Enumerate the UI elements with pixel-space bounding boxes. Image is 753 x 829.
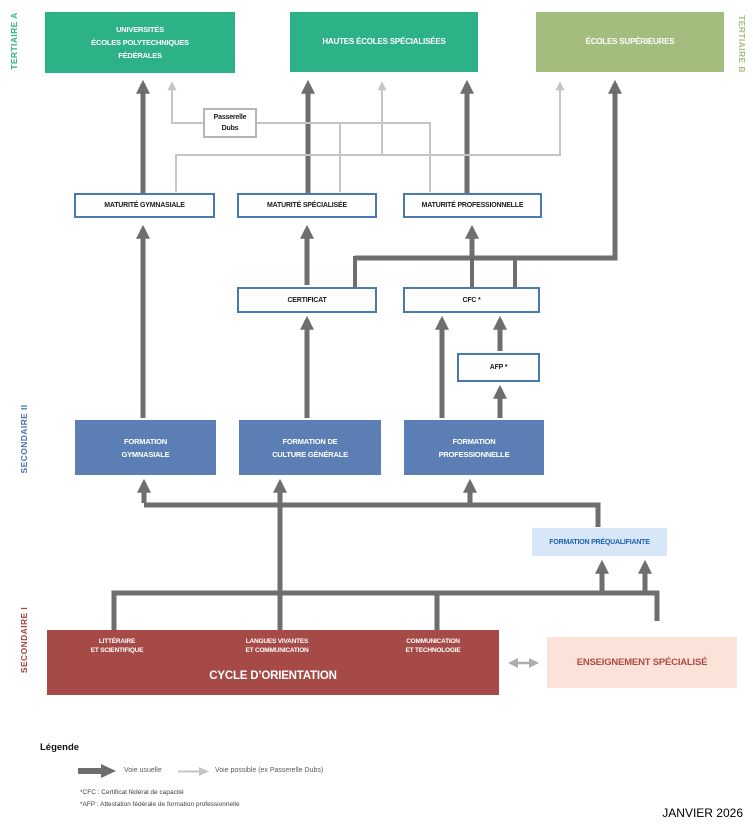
- possible-path-arrows: [167, 81, 565, 192]
- box-afp: AFP *: [457, 353, 540, 382]
- bus-cycle-bottom: [111, 590, 660, 631]
- box-certificat: CERTIFICAT: [237, 287, 377, 313]
- legend-title: Légende: [40, 742, 80, 753]
- box-formation-professionnelle: FORMATION PROFESSIONNELLE: [404, 420, 544, 475]
- box-formation-gymnasiale: FORMATION GYMNASIALE: [75, 420, 216, 475]
- universites-line3: FÉDÉRALES: [118, 51, 162, 60]
- box-cfc: CFC *: [403, 287, 540, 313]
- passerelle-line1: Passerelle: [213, 114, 247, 121]
- cycle-col-langues: LANGUES VIVANTES ET COMMUNICATION: [217, 637, 337, 655]
- formation-culture-line2: CULTURE GÉNÉRALE: [272, 449, 348, 459]
- formation-professionnelle-line2: PROFESSIONNELLE: [438, 449, 510, 459]
- legend-cfc-note: *CFC : Certificat fédéral de capacité: [80, 789, 184, 796]
- cycle-col1-line1: LITTÉRAIRE: [98, 638, 136, 645]
- universites-line1: UNIVERSITÉS: [116, 25, 164, 34]
- certificat-label: CERTIFICAT: [287, 296, 327, 304]
- arrow-passerelle-to-universites: [167, 81, 431, 192]
- cycle-col2-line2: ET COMMUNICATION: [245, 647, 309, 654]
- formation-professionnelle-line1: FORMATION: [452, 436, 496, 446]
- cycle-col2-line1: LANGUES VIVANTES: [245, 638, 309, 645]
- box-cycle-orientation: LITTÉRAIRE ET SCIENTIFIQUE LANGUES VIVAN…: [47, 630, 499, 695]
- bus-prequalifiante-to-formations: [144, 502, 601, 527]
- box-formation-prequalifiante: FORMATION PRÉQUALIFIANTE: [532, 528, 667, 556]
- hes-label: HAUTES ÉCOLES SPÉCIALISÉES: [322, 37, 446, 46]
- box-maturite-specialisee: MATURITÉ SPÉCIALISÉE: [237, 193, 377, 218]
- box-formation-culture-generale: FORMATION DE CULTURE GÉNÉRALE: [239, 420, 381, 475]
- tertiaire-b-label: TERTIAIRE B: [737, 15, 747, 73]
- cfc-label: CFC *: [462, 296, 481, 304]
- cycle-orientation-title: CYCLE D’ORIENTATION: [209, 670, 337, 682]
- enseignement-specialise-label: ENSEIGNEMENT SPÉCIALISÉ: [576, 657, 708, 668]
- arrow-matgym-to-ecoles-superieures: [175, 81, 565, 192]
- legend-possible-label: Voie possible (ex Passerelle Dubs): [215, 767, 324, 774]
- maturite-gymnasiale-label: MATURITÉ GYMNASIALE: [104, 202, 185, 209]
- afp-label: AFP *: [489, 364, 508, 371]
- legend-usual-label: Voie usuelle: [124, 767, 162, 774]
- formation-culture-line1: FORMATION DE: [282, 436, 338, 446]
- cycle-col-communication: COMMUNICATION ET TECHNOLOGIE: [373, 637, 493, 655]
- box-hautes-ecoles-specialisees: HAUTES ÉCOLES SPÉCIALISÉES: [290, 12, 478, 72]
- secondaire-1-label: SECONDAIRE I: [19, 606, 29, 674]
- box-maturite-gymnasiale: MATURITÉ GYMNASIALE: [74, 193, 215, 218]
- universites-line2: ÉCOLES POLYTECHNIQUES: [91, 38, 189, 47]
- passerelle-line2: Dubs: [221, 125, 239, 132]
- usual-path-arrows: [111, 79, 660, 631]
- formation-gymnasiale-line2: GYMNASIALE: [121, 449, 170, 459]
- formation-prequalifiante-label: FORMATION PRÉQUALIFIANTE: [549, 538, 650, 546]
- cycle-col3-line1: COMMUNICATION: [406, 638, 460, 645]
- box-universites-epf: UNIVERSITÉS ÉCOLES POLYTECHNIQUES FÉDÉRA…: [45, 12, 235, 73]
- cycle-col-litteraire: LITTÉRAIRE ET SCIENTIFIQUE: [57, 637, 177, 655]
- box-maturite-professionnelle: MATURITÉ PROFESSIONNELLE: [403, 193, 542, 218]
- cycle-col3-line2: ET TECHNOLOGIE: [405, 647, 461, 654]
- box-passerelle-dubs: Passerelle Dubs: [203, 108, 257, 138]
- legend-afp-note: *AFP : Attestation fédérale de formation…: [80, 801, 240, 808]
- maturite-professionnelle-label: MATURITÉ PROFESSIONNELLE: [421, 202, 524, 209]
- box-enseignement-specialise: ENSEIGNEMENT SPÉCIALISÉ: [547, 637, 737, 688]
- cycle-col1-line2: ET SCIENTIFIQUE: [90, 647, 144, 654]
- usual-path-arrow-icon: [78, 764, 116, 778]
- arrow-cfc-to-ecoles-superieures: [355, 79, 622, 261]
- possible-path-arrow-icon: [178, 767, 209, 776]
- box-ecoles-superieures: ÉCOLES SUPÉRIEURES: [536, 12, 724, 72]
- secondaire-2-label: SECONDAIRE II: [19, 404, 29, 474]
- ecoles-superieures-label: ÉCOLES SUPÉRIEURES: [585, 37, 675, 46]
- maturite-specialisee-label: MATURITÉ SPÉCIALISÉE: [267, 202, 347, 209]
- date-stamp: JANVIER 2026: [662, 806, 743, 820]
- formation-gymnasiale-line1: FORMATION: [123, 436, 168, 446]
- tertiaire-a-label: TERTIAIRE A: [9, 12, 19, 70]
